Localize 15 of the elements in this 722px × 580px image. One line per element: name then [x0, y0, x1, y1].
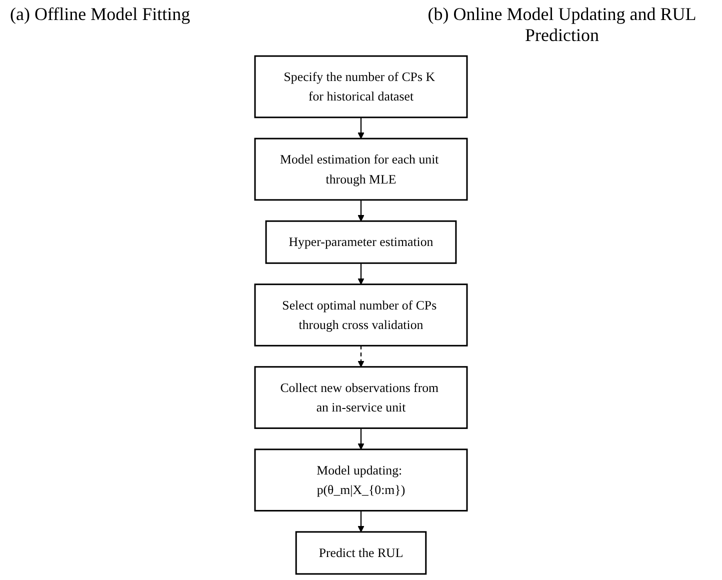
column-heading: (b) Online Model Updating and RUL Prediction: [426, 4, 698, 46]
node-box: Collect new observations from an in-service unit: [254, 366, 468, 429]
arrow: [358, 346, 364, 368]
node-box: Model estimation for each unit through MLE: [254, 138, 468, 201]
node-box: Select optimal number of CPs through cross validation: [254, 284, 468, 346]
node-box: Hyper-parameter estimation: [265, 220, 457, 264]
arrow: [358, 510, 364, 532]
arrow: [358, 117, 364, 139]
arrow: [358, 263, 364, 285]
node-box: Predict the RUL: [295, 531, 427, 575]
node-box: Specify the number of CPs K for historical dataset: [254, 55, 468, 118]
column-heading: (a) Offline Model Fitting: [10, 4, 190, 26]
node-box: Model updating: p(θ_m|X_{0:m}): [254, 448, 468, 512]
arrow: [358, 428, 364, 450]
arrow: [358, 200, 364, 222]
